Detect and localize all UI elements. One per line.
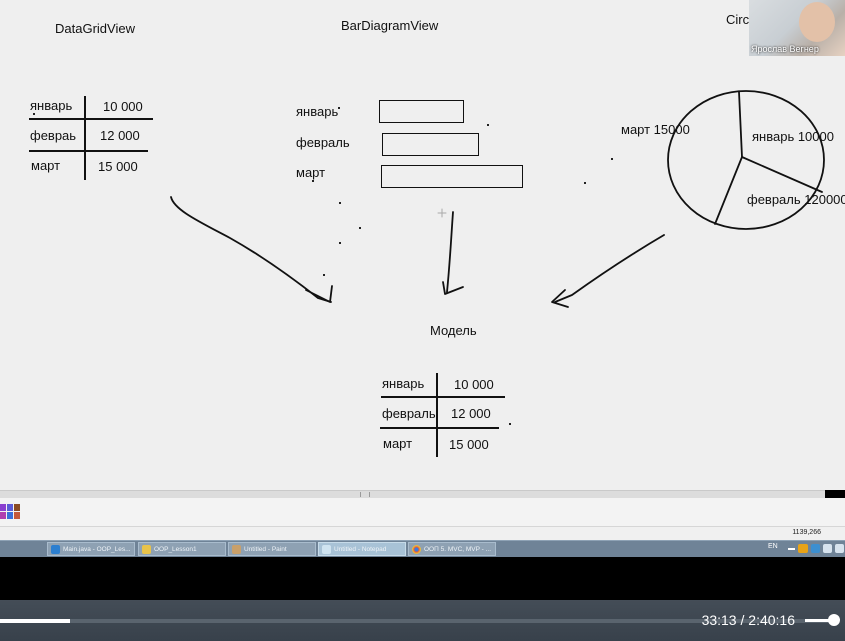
circle-heading: Circ — [726, 12, 750, 27]
video-progress-track[interactable] — [0, 619, 838, 623]
bar-label-1: январь — [296, 104, 339, 119]
arrowhead-bar — [442, 281, 464, 295]
arrowhead-datagrid — [305, 285, 333, 303]
datagrid-row-3-month: март — [31, 158, 61, 173]
volume-icon[interactable] — [835, 544, 844, 553]
keyboard-layout-icon[interactable] — [798, 544, 808, 553]
duration: 2:40:16 — [748, 612, 795, 628]
bardiagram-heading: BarDiagramView — [341, 18, 439, 33]
pie-divider-top — [738, 91, 743, 158]
taskbar-item-label: ООП 5. MVC, MVP - ... — [424, 546, 492, 553]
datagrid-heading: DataGridView — [55, 21, 135, 36]
participant-video — [799, 2, 835, 42]
stray-dot — [338, 107, 340, 109]
vscode-icon — [51, 545, 60, 554]
network-icon[interactable] — [823, 544, 832, 553]
taskbar-item-label: Untitled - Notepad — [334, 546, 387, 553]
bar-march — [381, 165, 523, 188]
model-heading: Модель — [430, 323, 477, 338]
stray-dot — [339, 242, 341, 244]
pie-label-february: февраль 120000 — [747, 192, 845, 207]
datagrid-row-2-value: 12 000 — [100, 128, 140, 143]
model-row-2-month: февраль — [382, 406, 436, 421]
datagrid-rule-2 — [29, 150, 148, 152]
scrollbar-grip[interactable] — [360, 492, 370, 497]
cursor-crosshair — [437, 208, 447, 218]
taskbar-item-paint[interactable]: Untitled - Paint — [228, 542, 316, 556]
bar-february — [382, 133, 479, 156]
stray-dot — [323, 274, 325, 276]
stray-dot — [611, 158, 613, 160]
pie-label-january: январь 10000 — [752, 129, 834, 144]
datagrid-row-1-value: 10 000 — [103, 99, 143, 114]
stray-dot — [584, 182, 586, 184]
model-rule-2 — [380, 427, 499, 429]
model-row-3-month: март — [383, 436, 413, 451]
pie-label-march: март 15000 — [621, 122, 690, 137]
model-row-1-value: 10 000 — [454, 377, 494, 392]
video-progress-fill — [0, 619, 70, 623]
model-row-2-value: 12 000 — [451, 406, 491, 421]
color-swatch[interactable] — [14, 504, 20, 511]
chrome-icon — [412, 545, 421, 554]
bar-january — [379, 100, 464, 123]
color-swatch[interactable] — [7, 504, 13, 511]
bar-label-3: март — [296, 165, 326, 180]
model-column-rule — [436, 373, 438, 457]
horizontal-scrollbar[interactable] — [0, 490, 825, 499]
arrow-datagrid-to-model — [170, 196, 332, 303]
participant-name: Ярослав Вегнер — [751, 44, 819, 54]
arrow-bar-to-model — [446, 211, 454, 293]
freehand-drawing — [170, 90, 825, 308]
color-swatch[interactable] — [0, 512, 6, 519]
taskbar-item-chrome[interactable]: ООП 5. MVC, MVP - ... — [408, 542, 496, 556]
notepad-icon — [322, 545, 331, 554]
language-indicator[interactable]: EN — [768, 543, 778, 550]
model-row-3-value: 15 000 — [449, 437, 489, 452]
model-rule-1 — [381, 396, 505, 398]
pie-divider-right — [741, 156, 823, 193]
datagrid-row-3-value: 15 000 — [98, 159, 138, 174]
datagrid-rule-1 — [29, 118, 153, 120]
stray-dot — [33, 113, 35, 115]
color-swatch[interactable] — [0, 504, 6, 511]
volume-slider-track[interactable] — [805, 619, 833, 622]
arrow-circle-to-model — [554, 234, 665, 303]
pie-divider-bottom — [714, 156, 743, 225]
datagrid-row-2-month: февраь — [30, 128, 77, 143]
cursor-coordinates: 1139,266 — [792, 529, 821, 536]
taskbar-item-notepad[interactable]: Untitled - Notepad — [318, 542, 406, 556]
datagrid-row-1-month: январь — [30, 98, 73, 113]
folder-icon — [142, 545, 151, 554]
taskbar-item-folder[interactable]: OOP_Lesson1 — [138, 542, 226, 556]
stray-dot — [487, 124, 489, 126]
bar-label-2: февраль — [296, 135, 350, 150]
windows-taskbar: Main.java - OOP_Les... OOP_Lesson1 Untit… — [0, 540, 845, 558]
stray-dot — [509, 423, 511, 425]
taskbar-item-label: Untitled - Paint — [244, 546, 287, 553]
telegram-icon[interactable] — [811, 544, 820, 553]
stray-dot — [312, 180, 314, 182]
taskbar-item-vscode[interactable]: Main.java - OOP_Les... — [47, 542, 135, 556]
current-time: 33:13 — [701, 612, 737, 628]
paint-icon — [232, 545, 241, 554]
taskbar-item-label: Main.java - OOP_Les... — [63, 546, 131, 553]
time-separator: / — [740, 612, 745, 628]
arrowhead-circle — [551, 289, 569, 308]
model-row-1-month: январь — [382, 376, 425, 391]
volume-slider-knob[interactable] — [828, 614, 840, 626]
color-palette-area — [0, 498, 845, 527]
pie-circle — [667, 90, 825, 230]
minimize-tray-icon[interactable] — [788, 548, 795, 550]
color-swatch[interactable] — [7, 512, 13, 519]
stray-dot — [359, 227, 361, 229]
webcam-overlay: Ярослав Вегнер — [749, 0, 845, 56]
datagrid-column-rule — [84, 96, 86, 180]
color-swatch[interactable] — [14, 512, 20, 519]
taskbar-item-label: OOP_Lesson1 — [154, 546, 197, 553]
paint-canvas[interactable]: DataGridView BarDiagramView Circ Модель … — [0, 0, 845, 490]
stray-dot — [339, 202, 341, 204]
paint-status-bar: 1139,266 — [0, 526, 845, 541]
video-time: 33:13 / 2:40:16 — [702, 612, 795, 628]
